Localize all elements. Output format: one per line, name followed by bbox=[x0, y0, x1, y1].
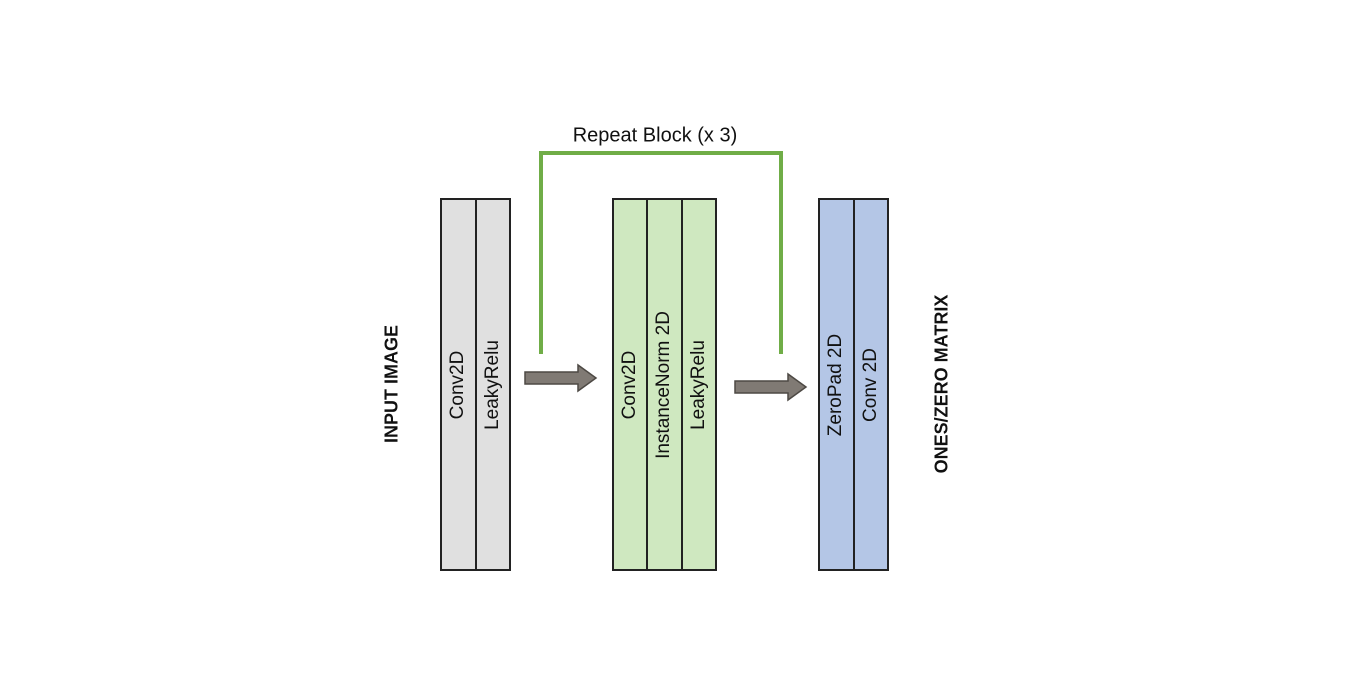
repeat-layer-conv2d: Conv2D bbox=[614, 200, 649, 569]
arrow-icon bbox=[524, 363, 598, 393]
final-block: ZeroPad 2D Conv 2D bbox=[818, 198, 889, 571]
repeat-bracket bbox=[539, 151, 783, 354]
repeat-block-label: Repeat Block (x 3) bbox=[572, 124, 738, 147]
final-layer-zeropad: ZeroPad 2D bbox=[820, 200, 855, 569]
arrow-icon bbox=[734, 372, 808, 402]
initial-layer-conv2d: Conv2D bbox=[442, 200, 477, 569]
repeat-block: Conv2D InstanceNorm 2D LeakyRelu bbox=[612, 198, 717, 571]
initial-block: Conv2D LeakyRelu bbox=[440, 198, 511, 571]
repeat-layer-instancenorm: InstanceNorm 2D bbox=[648, 200, 683, 569]
